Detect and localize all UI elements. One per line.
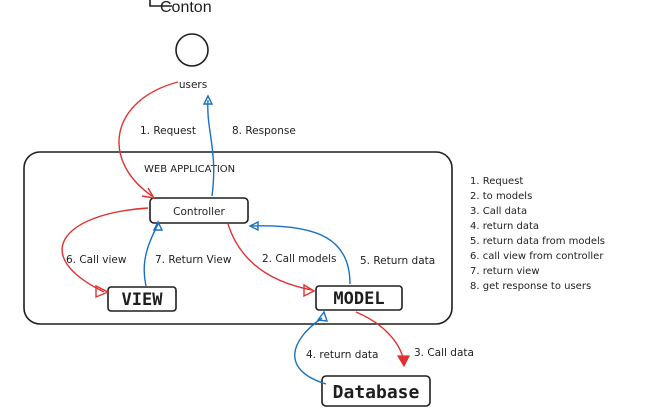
db-return-arrowhead	[316, 310, 329, 322]
legend-list: 1. Request 2. to models 3. Call data 4. …	[470, 176, 605, 292]
request-arrowhead	[141, 187, 156, 199]
request-label: 1. Request	[140, 125, 196, 137]
call-models-label: 2. Call models	[262, 253, 336, 265]
view-label: VIEW	[122, 290, 164, 310]
return-view-label: 7. Return View	[155, 254, 232, 266]
call-models-arrow	[227, 223, 313, 291]
legend-item: 2. to models	[470, 191, 532, 202]
users-label: users	[179, 79, 207, 91]
partial-shape-top	[149, 0, 172, 7]
view-node	[107, 286, 177, 312]
database-label: Database	[333, 382, 420, 403]
request-arrow	[118, 81, 179, 197]
legend-item: 5. return data from models	[470, 236, 605, 247]
controller-node	[149, 197, 249, 224]
legend-item: 1. Request	[470, 176, 523, 187]
return-data-arrowhead	[248, 220, 259, 232]
model-label: MODEL	[333, 289, 384, 309]
web-application-boundary	[23, 151, 453, 325]
db-call-arrowhead	[396, 355, 410, 368]
db-return-label: 4. return data	[306, 349, 378, 361]
response-label: 8. Response	[232, 125, 296, 137]
return-data-arrow	[251, 225, 351, 285]
legend-item: 8. get response to users	[470, 281, 591, 292]
legend-item: 6. call view from controller	[470, 251, 604, 262]
db-call-label: 3. Call data	[414, 347, 474, 359]
call-view-arrow	[61, 207, 149, 293]
db-return-arrow	[294, 317, 327, 385]
response-arrow	[207, 99, 215, 197]
header-title: Conton	[160, 0, 212, 16]
users-node	[175, 33, 209, 67]
web-application-label: WEB APPLICATION	[144, 164, 235, 175]
response-arrowhead	[202, 94, 214, 105]
controller-label: Controller	[173, 206, 225, 218]
legend-item: 4. return data	[470, 221, 539, 232]
call-view-arrowhead	[95, 284, 110, 299]
return-view-arrowhead	[152, 220, 164, 231]
call-models-arrowhead	[303, 283, 316, 298]
return-data-label: 5. Return data	[360, 255, 435, 267]
return-view-arrow	[143, 223, 159, 287]
database-node	[321, 375, 431, 407]
legend-item: 3. Call data	[470, 206, 527, 217]
legend-item: 7. return view	[470, 266, 540, 277]
model-node	[315, 285, 403, 311]
call-view-label: 6. Call view	[66, 254, 127, 266]
